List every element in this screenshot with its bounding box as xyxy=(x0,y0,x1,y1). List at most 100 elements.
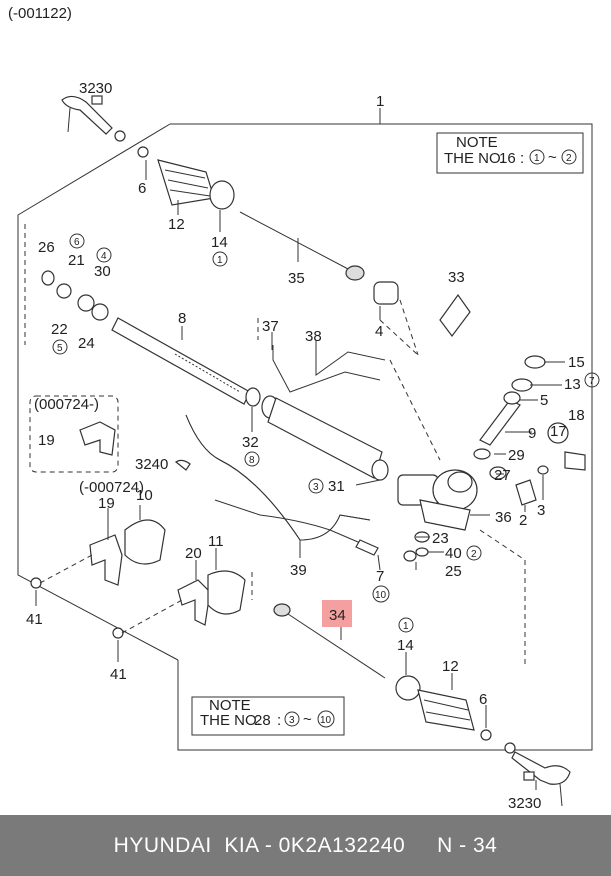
callout-000724-until: (-000724) xyxy=(79,479,144,496)
callout-13: 13 xyxy=(564,376,581,393)
note-number: 16 xyxy=(499,150,516,167)
callout-33: 33 xyxy=(448,269,465,286)
callout-24: 24 xyxy=(78,335,95,352)
callout-circle-7: 7 xyxy=(589,376,595,387)
callout-circle-5: 5 xyxy=(57,343,63,354)
note-to: 2 xyxy=(566,153,572,164)
callout-14-lower: 14 xyxy=(397,637,414,654)
callout-4: 4 xyxy=(375,323,383,340)
note-number: 28 xyxy=(254,712,271,729)
callout-27: 27 xyxy=(494,467,511,484)
note-sep: : xyxy=(277,712,281,729)
callout-30: 30 xyxy=(94,263,111,280)
callout-5: 5 xyxy=(540,392,548,409)
callout-9: 9 xyxy=(528,425,536,442)
frame-outline-left xyxy=(17,123,179,661)
boot-upper xyxy=(137,146,235,210)
callout-19: 19 xyxy=(38,432,55,449)
boot-lower xyxy=(395,675,492,741)
leader-lines xyxy=(35,108,565,790)
callout-40: 40 xyxy=(445,545,462,562)
footer-part-number: HYUNDAI KIA - 0K2A132240 xyxy=(113,833,406,857)
callout-1: 1 xyxy=(376,93,384,110)
callout-35: 35 xyxy=(288,270,305,287)
callout-000724-from: (000724-) xyxy=(34,396,99,413)
callout-41-alt: 41 xyxy=(110,666,127,683)
callout-3240: 3240 xyxy=(135,456,168,473)
callout-3230: 3230 xyxy=(79,80,112,97)
callout-22: 22 xyxy=(51,321,68,338)
note-tilde: ~ xyxy=(548,149,557,166)
callout-29: 29 xyxy=(508,447,525,464)
rack-tube xyxy=(111,317,261,407)
callout-circle-3: 3 xyxy=(313,482,319,493)
note-prefix: THE NO. xyxy=(444,150,505,167)
pressure-pipes xyxy=(257,318,441,461)
callout-6: 6 xyxy=(138,180,146,197)
footer-bar: HYUNDAI KIA - 0K2A132240 N - 34 xyxy=(0,815,611,876)
highlight-box xyxy=(322,600,352,627)
callout-14: 14 xyxy=(211,234,228,251)
note-prefix: THE NO. xyxy=(200,712,261,729)
callout-circle-8: 8 xyxy=(249,455,255,466)
callout-41: 41 xyxy=(26,611,43,628)
note-box-2: NOTE THE NO. 28 : 3 ~ 10 xyxy=(191,696,345,736)
callout-3230-lower: 3230 xyxy=(508,795,541,812)
bushing-and-clamp xyxy=(373,281,471,356)
callout-39: 39 xyxy=(290,562,307,579)
frame-outline xyxy=(170,123,593,751)
callout-31: 31 xyxy=(328,478,345,495)
steering-gear-exploded-diagram: (-001122) NOTE THE NO. 16 : 1 ~ 2 NOTE T… xyxy=(8,5,600,812)
callout-17: 17 xyxy=(550,423,567,440)
callout-15: 15 xyxy=(568,354,585,371)
return-hose xyxy=(185,414,371,546)
footer-reference: N - 34 xyxy=(437,833,498,857)
note-box-1: NOTE THE NO. 16 : 1 ~ 2 xyxy=(436,132,584,174)
callout-7: 7 xyxy=(376,568,384,585)
callout-circle-1-lower: 1 xyxy=(403,621,409,632)
callout-6-lower: 6 xyxy=(479,691,487,708)
callout-38: 38 xyxy=(305,328,322,345)
callout-labels: 3230 1 6 12 14 1 35 33 4 26 6 21 4 30 22… xyxy=(26,80,600,812)
gear-housing xyxy=(397,469,478,531)
callout-26: 26 xyxy=(38,239,55,256)
callout-8: 8 xyxy=(178,310,186,327)
note-tilde: ~ xyxy=(303,711,312,728)
callout-12-lower: 12 xyxy=(442,658,459,675)
callout-25: 25 xyxy=(445,563,462,580)
callout-circle-10: 10 xyxy=(375,590,387,601)
callout-circle-4: 4 xyxy=(101,251,107,262)
inner-tie-rod xyxy=(251,572,386,679)
note-to: 10 xyxy=(320,715,332,726)
note-sep: : xyxy=(520,150,524,167)
note-from: 3 xyxy=(289,715,295,726)
callout-10: 10 xyxy=(136,487,153,504)
callout-2: 2 xyxy=(519,512,527,529)
rings-left xyxy=(41,270,109,321)
diagram-code: (-001122) xyxy=(8,5,72,22)
cylinder-housing xyxy=(261,395,389,481)
callout-circle-6: 6 xyxy=(74,237,80,248)
tie-rod-end-lower xyxy=(504,742,571,807)
callout-circle-2: 2 xyxy=(471,549,477,560)
callout-11: 11 xyxy=(208,533,224,550)
callout-36: 36 xyxy=(495,509,512,526)
tie-rod-end-upper xyxy=(61,95,126,142)
callout-18: 18 xyxy=(568,407,585,424)
callout-12: 12 xyxy=(168,216,185,233)
callout-21: 21 xyxy=(68,252,85,269)
callout-23: 23 xyxy=(432,530,449,547)
note-from: 1 xyxy=(534,153,540,164)
callout-37: 37 xyxy=(262,318,279,335)
rack-bar xyxy=(239,211,365,281)
pinion-assembly xyxy=(473,355,586,665)
callout-20: 20 xyxy=(185,545,202,562)
mount-bushings xyxy=(29,395,246,639)
callout-3: 3 xyxy=(537,502,545,519)
note-title: NOTE xyxy=(209,697,251,714)
note-title: NOTE xyxy=(456,134,498,151)
callout-32: 32 xyxy=(242,434,259,451)
callout-19-alt: 19 xyxy=(98,495,115,512)
callout-circle-1: 1 xyxy=(217,255,223,266)
callout-34: 34 xyxy=(329,607,346,624)
